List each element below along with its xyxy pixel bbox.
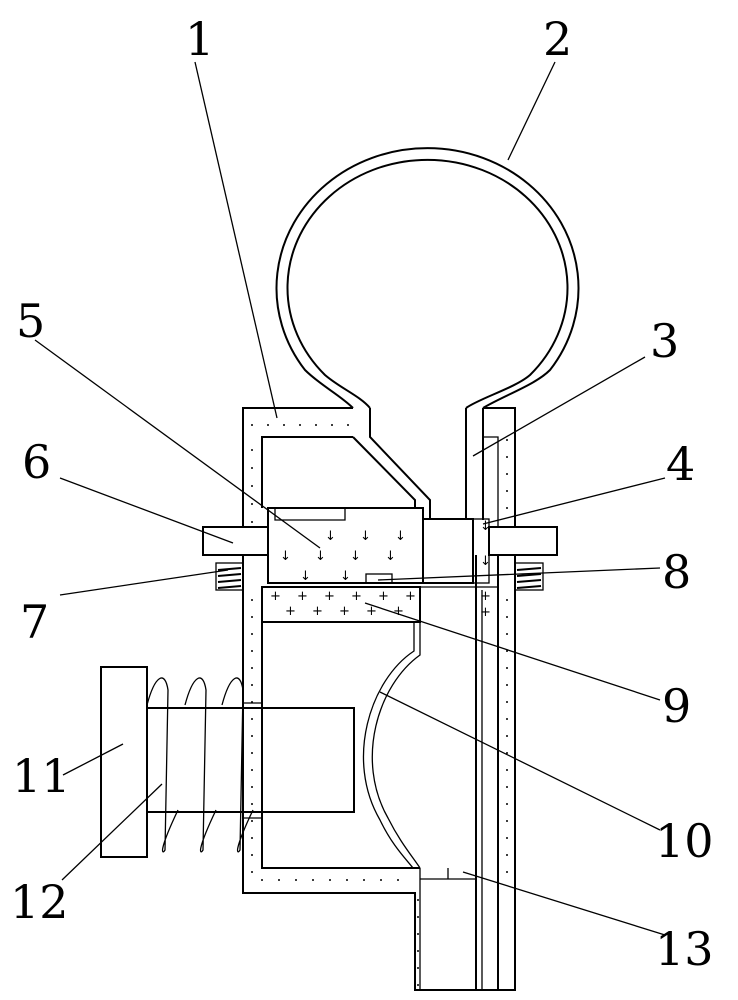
label-13: 13	[655, 922, 714, 976]
svg-text:+: +	[324, 589, 335, 604]
label-8: 8	[662, 545, 691, 599]
svg-text:↓: ↓	[480, 554, 491, 569]
bolt-11	[101, 667, 354, 857]
housing-1	[243, 408, 515, 990]
label-7: 7	[20, 595, 49, 649]
label-11: 11	[12, 749, 71, 803]
label-4: 4	[666, 437, 695, 491]
svg-text:↓: ↓	[280, 549, 291, 564]
svg-text:+: +	[378, 589, 389, 604]
svg-text:+: +	[297, 589, 308, 604]
svg-text:+: +	[480, 605, 491, 620]
curved-plate-10	[363, 622, 420, 868]
label-1: 1	[185, 12, 214, 66]
svg-text:↓: ↓	[325, 529, 336, 544]
svg-text:+: +	[405, 589, 416, 604]
label-5: 5	[16, 294, 45, 348]
svg-text:↓: ↓	[315, 549, 326, 564]
label-2: 2	[543, 12, 572, 66]
label-9: 9	[662, 679, 691, 733]
svg-text:+: +	[339, 604, 350, 619]
svg-text:+: +	[480, 589, 491, 604]
spring-7	[216, 563, 243, 590]
svg-text:+: +	[312, 604, 323, 619]
svg-text:↓: ↓	[480, 519, 491, 534]
svg-text:↓: ↓	[385, 549, 396, 564]
svg-text:+: +	[393, 604, 404, 619]
svg-text:+: +	[351, 589, 362, 604]
svg-text:↓: ↓	[340, 569, 351, 584]
ring-clamp-2	[277, 148, 579, 408]
label-10: 10	[655, 814, 714, 868]
label-12: 12	[10, 875, 69, 929]
arrow-hatching: ↓↓↓↓↓↓↓↓↓↓↓+++++++++++++	[270, 519, 491, 620]
svg-text:↓: ↓	[395, 529, 406, 544]
svg-text:↓: ↓	[350, 549, 361, 564]
flange-6	[203, 527, 557, 555]
svg-text:+: +	[270, 589, 281, 604]
svg-text:↓: ↓	[300, 569, 311, 584]
spring-8	[515, 563, 543, 590]
leader-lines	[35, 62, 665, 935]
label-6: 6	[22, 435, 51, 489]
svg-text:+: +	[285, 604, 296, 619]
svg-text:↓: ↓	[360, 529, 371, 544]
label-3: 3	[650, 314, 679, 368]
spring-12	[147, 678, 253, 852]
